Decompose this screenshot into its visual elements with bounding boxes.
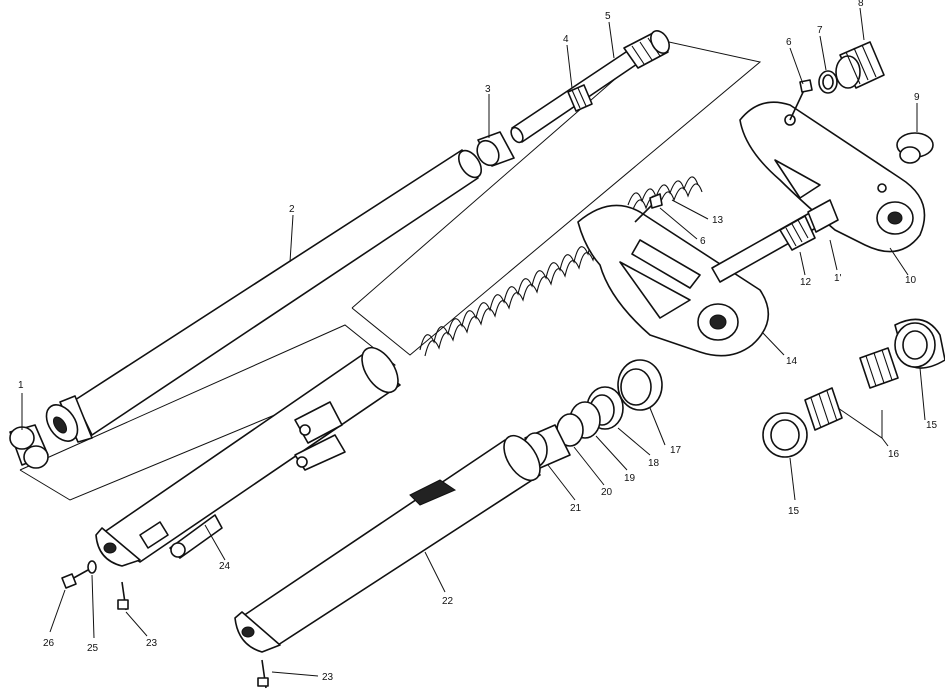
callout-1: 1 bbox=[18, 380, 24, 391]
steering-stem bbox=[711, 199, 839, 283]
callout-20: 20 bbox=[601, 487, 613, 498]
callout-19: 19 bbox=[624, 473, 636, 484]
callout-22: 22 bbox=[442, 596, 454, 607]
spacer bbox=[476, 131, 515, 167]
callout-9: 9 bbox=[914, 92, 920, 103]
callout-2: 2 bbox=[289, 204, 295, 215]
callout-18: 18 bbox=[648, 458, 660, 469]
fork-tube bbox=[45, 149, 483, 443]
fork-cap bbox=[835, 41, 885, 89]
callout-24: 24 bbox=[219, 561, 231, 572]
upper-spring bbox=[627, 176, 703, 213]
callout-11: 1' bbox=[834, 273, 842, 284]
leader-lines bbox=[21, 7, 926, 677]
callout-14: 14 bbox=[786, 356, 798, 367]
callout-23b: 23 bbox=[322, 672, 334, 683]
callout-8: 8 bbox=[858, 0, 864, 9]
callout-17: 17 bbox=[670, 445, 682, 456]
steering-bearings bbox=[762, 318, 945, 458]
callout-13: 13 bbox=[712, 215, 724, 226]
callout-15b: 15 bbox=[788, 506, 800, 517]
assembly-guide-lines bbox=[19, 39, 762, 501]
damper-rod bbox=[510, 30, 670, 144]
callout-12: 12 bbox=[800, 277, 812, 288]
lower-triple-clamp bbox=[577, 204, 770, 357]
guide-bushing bbox=[9, 424, 49, 469]
callout-26: 26 bbox=[43, 638, 55, 649]
right-fork-slider bbox=[234, 434, 541, 653]
callout-16: 16 bbox=[888, 449, 900, 460]
upper-triple-clamp bbox=[739, 101, 926, 253]
seal-stack bbox=[522, 359, 663, 469]
callout-15a: 15 bbox=[926, 420, 938, 431]
stem-nut bbox=[896, 132, 934, 164]
callout-6a: 6 bbox=[786, 37, 792, 48]
callout-23a: 23 bbox=[146, 638, 158, 649]
callout-25: 25 bbox=[87, 643, 99, 654]
callout-4: 4 bbox=[563, 34, 569, 45]
o-ring bbox=[818, 70, 838, 94]
callout-6b: 6 bbox=[700, 236, 706, 247]
callout-10: 10 bbox=[905, 275, 917, 286]
fork-spring bbox=[419, 238, 608, 357]
callout-3: 3 bbox=[485, 84, 491, 95]
callout-labels: 1 2 3 4 5 6 6 7 8 9 10 1' 12 13 14 15 15… bbox=[18, 0, 938, 683]
left-fork-slider bbox=[95, 346, 401, 567]
callout-5: 5 bbox=[605, 11, 611, 22]
callout-21: 21 bbox=[570, 503, 582, 514]
callout-7: 7 bbox=[817, 25, 823, 36]
axle-fasteners bbox=[61, 560, 269, 689]
